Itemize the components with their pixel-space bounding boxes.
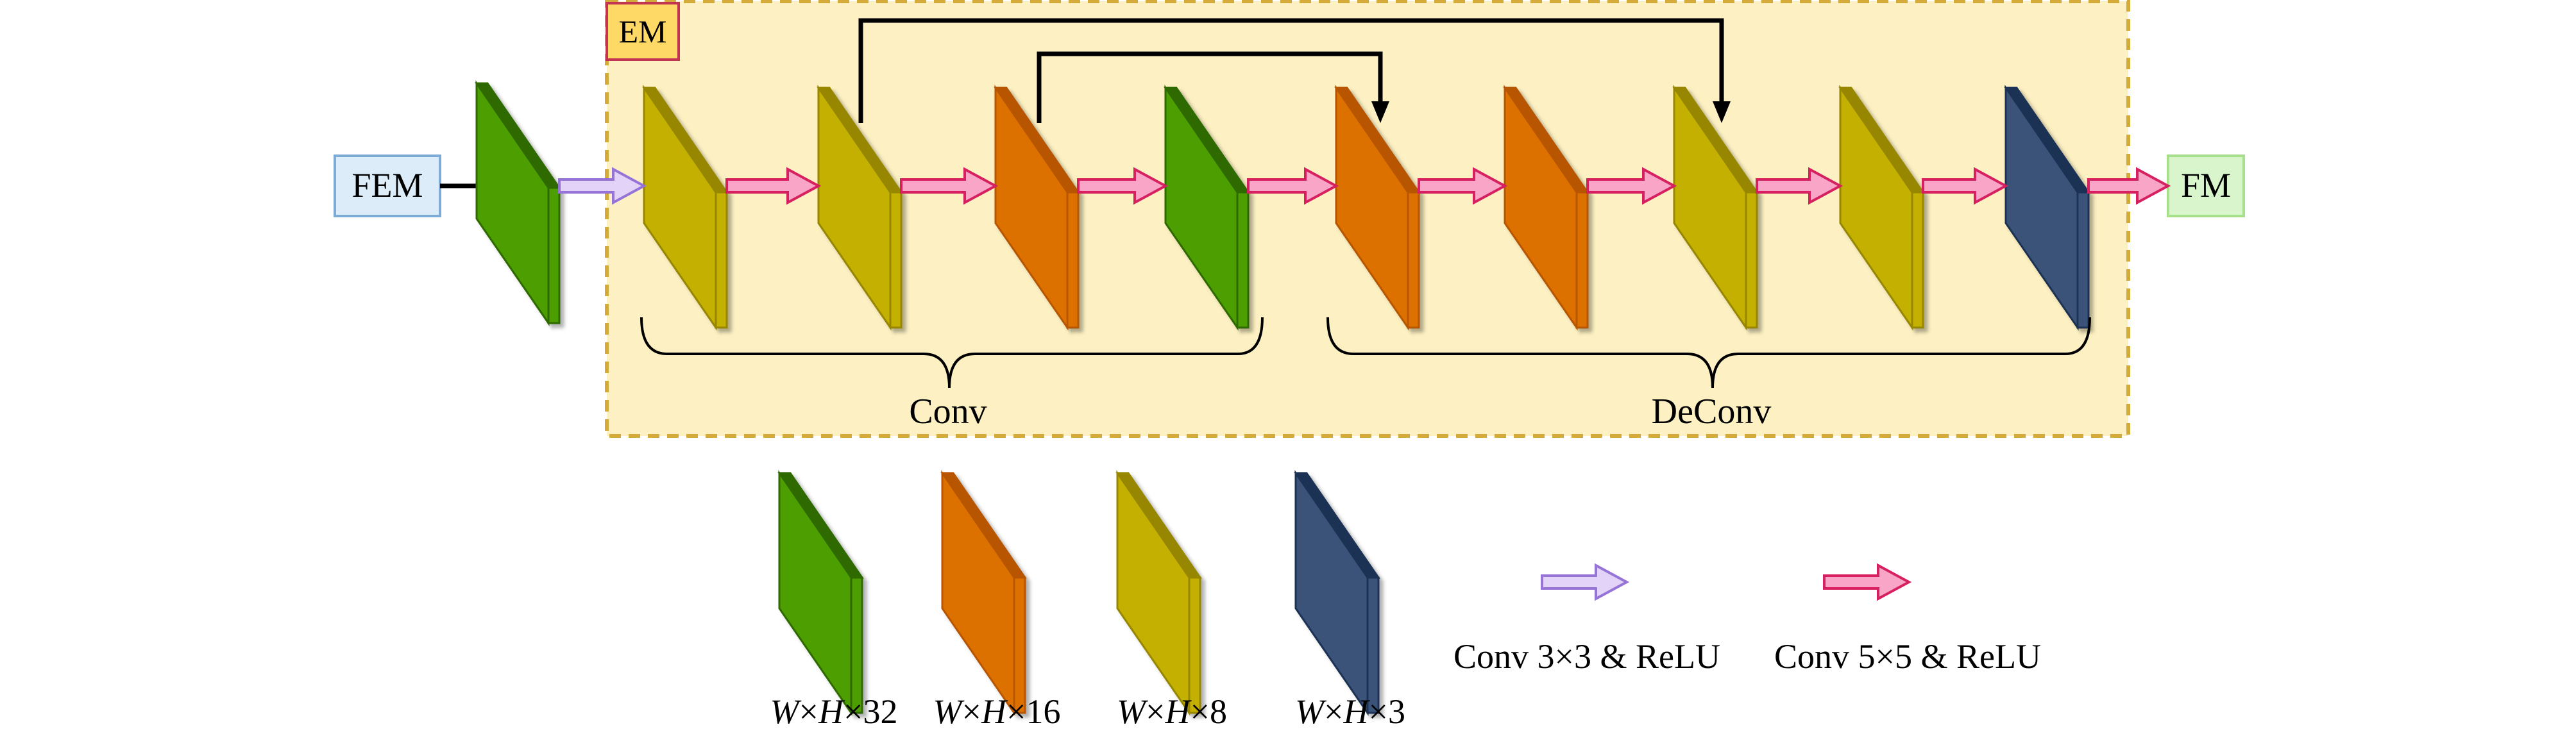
deconv-brace [1326,317,2091,388]
flow-arrow-2 [725,167,822,205]
feature-map-block-2 [642,85,729,331]
legend-arrow-label-conv5: Conv 5×5 & ReLU [1774,637,2041,676]
flow-arrow-6 [1418,167,1508,205]
legend-block-orange [940,470,1027,716]
fm-label: FM [2181,166,2231,204]
layer-stack [475,80,2090,331]
conv-brace [640,317,1264,388]
legend-dims-yellow: W×H×8 [1117,692,1227,731]
skip-connection-outer [858,18,1724,123]
flow-arrow-8 [1756,167,1843,205]
conv-group-label: Conv [909,392,987,431]
feature-map-block-1 [475,80,561,326]
legend: W×H×32 W×H×16 W×H×8 W×H×3 Conv 3×3 & ReLU Con… [770,470,2041,731]
legend-dims-blue: W×H×3 [1295,692,1405,731]
feature-map-block-5 [1164,85,1250,331]
feature-map-block-8 [1672,85,1759,331]
skip-arrowhead-outer [1713,101,1731,123]
skip-connection-inner [1037,51,1383,123]
flow-arrow-1 [558,167,647,205]
fem-label: FEM [352,166,423,204]
legend-dims-orange: W×H×16 [933,692,1061,731]
flow-arrow-7 [1586,167,1677,205]
flow-arrow-final [2087,167,2171,205]
deconv-group-label: DeConv [1652,392,1772,431]
flow-arrow-5 [1247,167,1339,205]
legend-block-green [777,470,864,716]
em-tag-box [606,2,680,61]
legend-arrow-conv3 [1541,563,1630,601]
legend-arrow-conv5 [1823,563,1912,601]
skip-connections [858,18,1724,123]
legend-dims-green: W×H×32 [770,692,898,731]
em-label: EM [619,13,667,49]
skip-arrowhead-inner [1371,101,1389,123]
feature-map-block-9 [1838,85,1925,331]
feature-map-block-6 [1334,85,1421,331]
feature-map-block-10 [2004,85,2090,331]
flow-arrow-3 [900,167,999,205]
fem-box [334,154,441,217]
flow-arrows [558,167,2171,205]
flow-arrow-9 [1922,167,2009,205]
feature-map-block-4 [994,85,1080,331]
legend-block-blue [1294,470,1380,716]
flow-arrow-4 [1077,167,1169,205]
legend-block-yellow [1115,470,1202,716]
legend-arrow-label-conv3: Conv 3×3 & ReLU [1453,637,1720,676]
fm-box [2167,154,2245,217]
feature-map-block-7 [1503,85,1589,331]
